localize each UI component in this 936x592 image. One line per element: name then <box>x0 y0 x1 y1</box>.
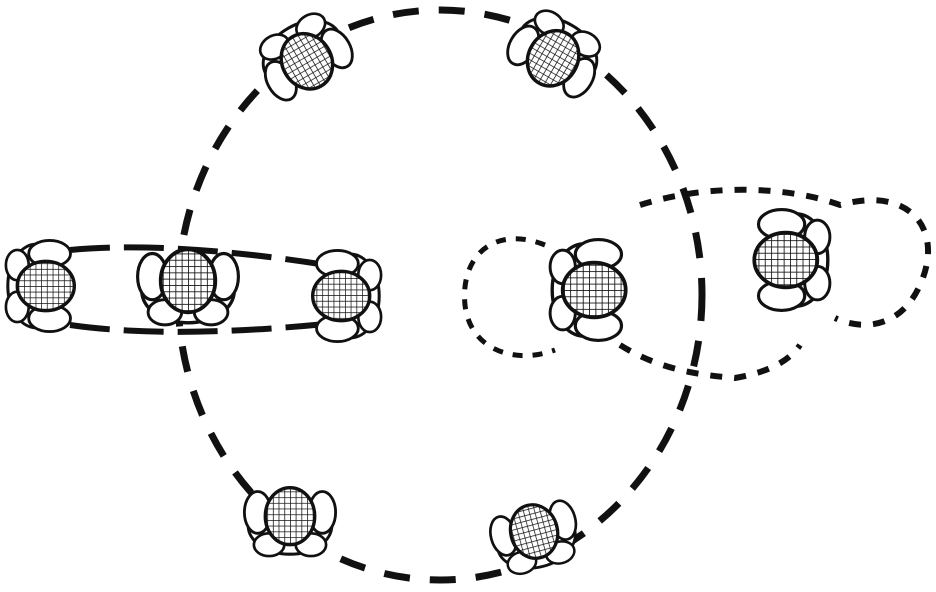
person-outside-right <box>754 210 830 311</box>
person-left-inner <box>313 250 381 341</box>
person-top-right <box>499 1 612 106</box>
person-top-left <box>247 4 360 109</box>
center-loop <box>465 239 555 356</box>
person-center-right <box>550 240 626 341</box>
right-lower-loop <box>620 345 800 378</box>
person-far-left <box>6 240 74 331</box>
person-bottom-left <box>244 488 335 556</box>
person-bottom-right <box>485 494 585 579</box>
person-mid-left <box>138 249 239 325</box>
